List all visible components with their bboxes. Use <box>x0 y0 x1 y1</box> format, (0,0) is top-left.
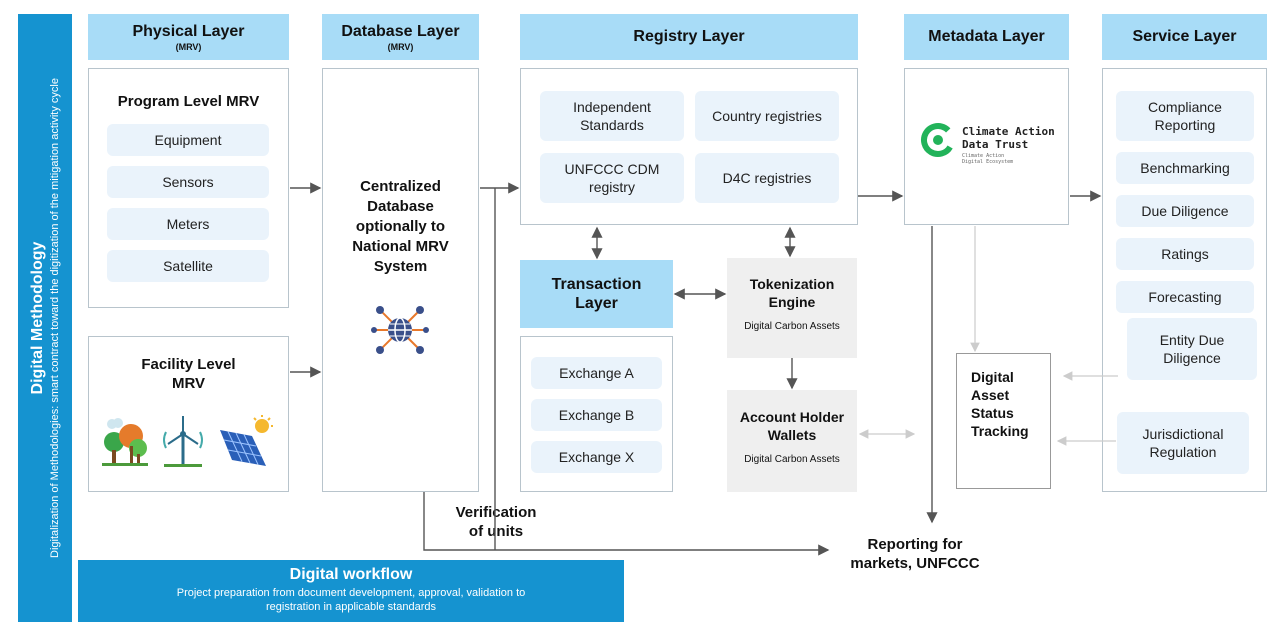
tokenization-engine-box: Tokenization Engine Digital Carbon Asset… <box>727 258 857 358</box>
exchange-a: Exchange A <box>531 357 662 389</box>
tracking-line2: Asset <box>971 387 1010 403</box>
wallets-line2: Wallets <box>767 427 817 443</box>
database-line5: System <box>373 258 428 275</box>
header-service-title: Service Layer <box>1132 28 1237 45</box>
cadt-logo-small1: Climate Action <box>962 153 1005 159</box>
header-registry-layer: Registry Layer <box>520 14 858 60</box>
wind-turbine-icon <box>163 416 203 467</box>
database-line2: Database <box>367 198 434 215</box>
service-item-entity-due-diligence: Entity Due Diligence <box>1127 318 1257 380</box>
metadata-box <box>904 68 1069 225</box>
registry-item-independent-standards: Independent Standards <box>540 91 684 141</box>
transaction-layer-header: Transaction Layer <box>520 260 673 328</box>
transaction-line2: Layer <box>575 295 618 312</box>
solar-panel-icon <box>220 415 273 466</box>
program-item-meters: Meters <box>107 208 269 240</box>
program-item-sensors: Sensors <box>107 166 269 198</box>
tokenization-line1: Tokenization <box>749 276 835 292</box>
exchange-x: Exchange X <box>531 441 662 473</box>
digital-workflow-banner: Digital workflow Project preparation fro… <box>78 560 624 622</box>
service-item-ratings: Ratings <box>1116 238 1254 270</box>
database-line4: National MRV <box>352 238 449 255</box>
registry-item-country-registries: Country registries <box>695 91 839 141</box>
network-globe-icon <box>371 306 429 354</box>
tokenization-sub: Digital Carbon Assets <box>744 321 840 332</box>
facility-title-line1: Facility Level <box>141 356 236 373</box>
header-physical-title: Physical Layer <box>132 22 245 40</box>
tracking-line1: Digital <box>971 369 1014 385</box>
workflow-line1: Project preparation from document develo… <box>176 587 526 599</box>
tracking-box: Digital Asset Status Tracking <box>956 353 1051 489</box>
transaction-line1: Transaction <box>551 276 642 293</box>
reporting-line1: Reporting for <box>867 536 963 553</box>
header-service-layer: Service Layer <box>1102 14 1267 60</box>
cadt-logo-line2: Data Trust <box>962 138 1029 151</box>
wallets-sub: Digital Carbon Assets <box>744 454 840 465</box>
verification-line2: of units <box>468 523 524 540</box>
service-item-due-diligence: Due Diligence <box>1116 195 1254 227</box>
reporting-label: Reporting for markets, UNFCCC <box>840 535 990 573</box>
header-database-title: Database Layer <box>341 22 460 40</box>
database-box: Centralized Database optionally to Natio… <box>322 68 479 492</box>
service-item-benchmarking: Benchmarking <box>1116 152 1254 184</box>
service-item-forecasting: Forecasting <box>1116 281 1254 313</box>
program-item-equipment: Equipment <box>107 124 269 156</box>
verification-label: Verification of units <box>440 503 552 541</box>
tracking-line4: Tracking <box>971 423 1029 439</box>
trees-icon <box>102 418 148 466</box>
cadt-logo-icon <box>921 123 955 157</box>
header-metadata-title: Metadata Layer <box>928 28 1045 45</box>
workflow-line2: registration in applicable standards <box>266 601 436 613</box>
wallets-line1: Account Holder <box>739 409 845 425</box>
exchange-b: Exchange B <box>531 399 662 431</box>
header-database-sub: (MRV) <box>387 41 414 52</box>
registry-item-unfccc-cdm: UNFCCC CDM registry <box>540 153 684 203</box>
account-holder-wallets-box: Account Holder Wallets Digital Carbon As… <box>727 390 857 492</box>
service-item-jurisdictional-regulation: Jurisdictional Regulation <box>1117 412 1249 474</box>
header-physical-layer: Physical Layer (MRV) <box>88 14 289 60</box>
cadt-logo-line1: Climate Action <box>962 125 1055 138</box>
cadt-logo-text: Climate Action Data Trust Climate Action… <box>962 125 1067 165</box>
program-item-satellite: Satellite <box>107 250 269 282</box>
header-database-layer: Database Layer (MRV) <box>322 14 479 60</box>
verification-line1: Verification <box>455 504 537 521</box>
service-item-compliance-reporting: Compliance Reporting <box>1116 91 1254 141</box>
arrow-to-reporting <box>423 492 830 556</box>
header-metadata-layer: Metadata Layer <box>904 14 1069 60</box>
tracking-line3: Status <box>971 405 1014 421</box>
cadt-logo-small2: Digital Ecosystem <box>962 159 1014 165</box>
workflow-title: Digital workflow <box>289 566 413 583</box>
sidebar-banner: Digital Methodology Digitalization of Me… <box>18 14 72 622</box>
program-level-title: Program Level MRV <box>117 93 260 110</box>
tokenization-line2: Engine <box>768 294 816 310</box>
database-line3: optionally to <box>355 218 446 235</box>
registry-item-d4c: D4C registries <box>695 153 839 203</box>
header-registry-title: Registry Layer <box>633 28 745 45</box>
header-physical-sub: (MRV) <box>175 41 202 52</box>
facility-title-line2: MRV <box>171 375 206 392</box>
database-line1: Centralized <box>360 178 441 195</box>
reporting-line2: markets, UNFCCC <box>850 555 980 572</box>
